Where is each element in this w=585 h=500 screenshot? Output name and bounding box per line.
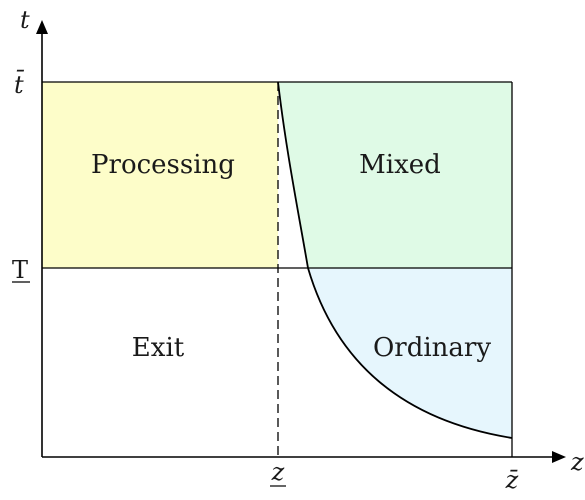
- ordinary-region: [308, 268, 512, 438]
- exit-label: Exit: [132, 333, 185, 363]
- t-bar-tick-label: t̄: [14, 70, 25, 99]
- processing-region: [42, 82, 278, 268]
- x-axis-arrow: [552, 451, 566, 463]
- boundary-curve: [277, 81, 513, 439]
- x-axis-label: z: [570, 448, 584, 476]
- y-axis-label: t: [20, 6, 30, 34]
- z-bar-tick-label: z̄: [505, 466, 519, 494]
- ordinary-label: Ordinary: [373, 333, 491, 363]
- processing-label: Processing: [91, 150, 235, 180]
- mixed-region: [278, 82, 512, 268]
- y-axis-arrow: [36, 20, 48, 34]
- t-lower-tick-label: T: [12, 256, 28, 284]
- mixed-label: Mixed: [359, 150, 441, 180]
- z-lower-tick-label: z: [271, 458, 285, 486]
